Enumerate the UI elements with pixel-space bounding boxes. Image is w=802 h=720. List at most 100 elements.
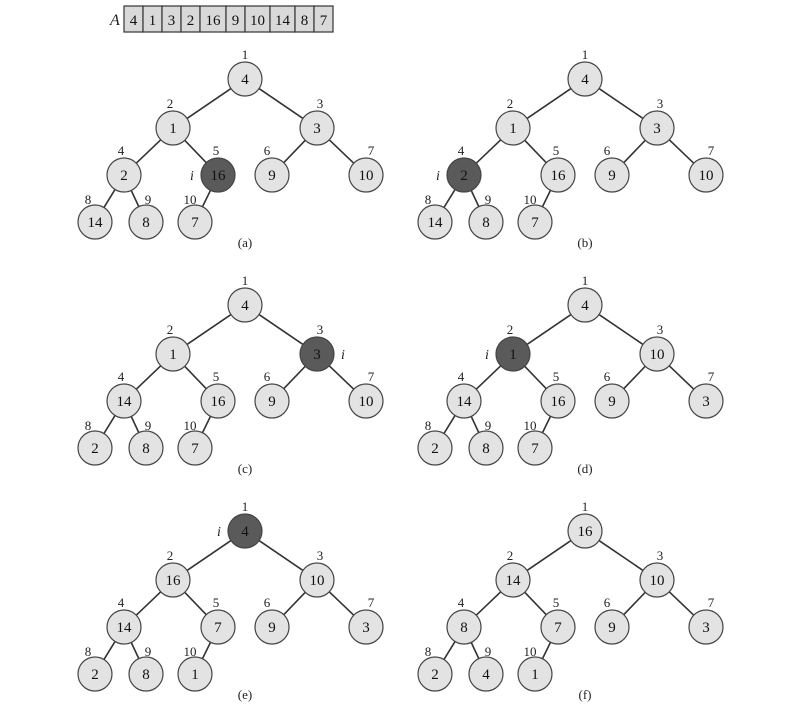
node-circle <box>417 204 453 240</box>
node-index-label: 8 <box>85 418 92 433</box>
node-index-label: 6 <box>264 369 271 384</box>
array-cell-value: 8 <box>301 13 309 29</box>
tree-node: 49 <box>468 644 504 692</box>
node-circle <box>517 656 553 692</box>
current-node-circle <box>227 513 263 549</box>
node-index-label: 2 <box>507 322 514 337</box>
tree-node: 165 <box>200 143 236 193</box>
node-value: 7 <box>554 620 562 636</box>
node-index-label: 2 <box>507 548 514 563</box>
node-circle <box>77 656 113 692</box>
tree-node: 12 <box>495 322 531 372</box>
node-value: 4 <box>581 72 589 88</box>
node-value: 4 <box>241 298 249 314</box>
tree-edge <box>184 591 207 616</box>
tree-edge <box>201 189 212 208</box>
tree-node: 37 <box>688 369 724 419</box>
node-circle <box>594 383 630 419</box>
tree-node: 24 <box>446 143 482 193</box>
array-cell: 9 <box>225 5 246 33</box>
node-circle <box>495 562 531 598</box>
node-circle <box>468 204 504 240</box>
node-index-label: 6 <box>604 143 611 158</box>
tree-node: 33 <box>299 322 335 372</box>
tree-node: 103 <box>639 322 675 372</box>
tree-node: 37 <box>688 595 724 645</box>
node-index-label: 2 <box>507 96 514 111</box>
node-circle <box>540 157 576 193</box>
tree-node: 165 <box>200 369 236 419</box>
node-value: 7 <box>214 620 222 636</box>
node-circle <box>177 430 213 466</box>
tree-node: 710 <box>177 418 213 466</box>
node-index-label: 3 <box>657 96 664 111</box>
node-value: 8 <box>460 620 468 636</box>
node-index-label: 9 <box>145 418 152 433</box>
node-index-label: 5 <box>553 143 560 158</box>
node-value: 14 <box>117 620 133 636</box>
tree-edge <box>283 139 306 164</box>
node-index-label: 7 <box>708 369 715 384</box>
tree-edge <box>258 539 304 572</box>
node-value: 10 <box>310 573 325 589</box>
node-value: 14 <box>428 215 444 231</box>
node-index-label: 1 <box>242 499 249 514</box>
tree-edge <box>201 415 212 434</box>
pointer-label-i: i <box>436 169 440 184</box>
tree-node: 144 <box>106 369 142 419</box>
pointer-label-i: i <box>190 169 194 184</box>
node-value: 14 <box>88 215 104 231</box>
array-cell-value: 14 <box>275 13 291 29</box>
node-index-label: 8 <box>85 644 92 659</box>
node-circle <box>688 157 724 193</box>
tree-node: 144 <box>106 595 142 645</box>
current-node-circle <box>446 157 482 193</box>
tree-node: 96 <box>254 369 290 419</box>
node-value: 1 <box>509 121 517 137</box>
tree-node: 28 <box>417 418 453 466</box>
node-circle <box>594 157 630 193</box>
node-circle <box>639 562 675 598</box>
node-value: 16 <box>166 573 182 589</box>
array-cell-value: 16 <box>206 13 222 29</box>
tree-node: 41 <box>227 273 263 323</box>
tree-edge <box>668 139 695 164</box>
node-circle <box>177 204 213 240</box>
node-value: 2 <box>431 667 439 683</box>
node-circle <box>688 609 724 645</box>
tree-edge <box>470 416 480 433</box>
tree-edge <box>524 139 547 164</box>
node-value: 9 <box>268 620 276 636</box>
node-index-label: 9 <box>145 644 152 659</box>
tree-node: 41 <box>227 47 263 97</box>
node-value: 8 <box>482 441 490 457</box>
tree-edge <box>135 365 162 390</box>
tree-node: 89 <box>128 418 164 466</box>
node-value: 9 <box>608 394 616 410</box>
tree-node: 96 <box>254 143 290 193</box>
tree-node: 165 <box>540 369 576 419</box>
node-circle <box>106 609 142 645</box>
tree-node: 41 <box>227 499 263 549</box>
node-circle <box>106 157 142 193</box>
node-index-label: 4 <box>458 369 465 384</box>
node-value: 10 <box>650 347 665 363</box>
node-value: 8 <box>142 441 150 457</box>
array-cell: 14 <box>269 5 296 33</box>
node-circle <box>254 383 290 419</box>
node-circle <box>417 430 453 466</box>
node-value: 10 <box>650 573 665 589</box>
node-index-label: 3 <box>317 96 324 111</box>
node-circle <box>567 513 603 549</box>
node-index-label: 10 <box>524 644 537 659</box>
pointer-label-i: i <box>341 348 345 363</box>
node-value: 7 <box>531 441 539 457</box>
node-value: 10 <box>359 168 374 184</box>
tree-edge <box>283 591 306 616</box>
node-value: 9 <box>608 620 616 636</box>
tree-node: 28 <box>417 644 453 692</box>
node-index-label: 4 <box>458 143 465 158</box>
node-index-label: 6 <box>604 369 611 384</box>
